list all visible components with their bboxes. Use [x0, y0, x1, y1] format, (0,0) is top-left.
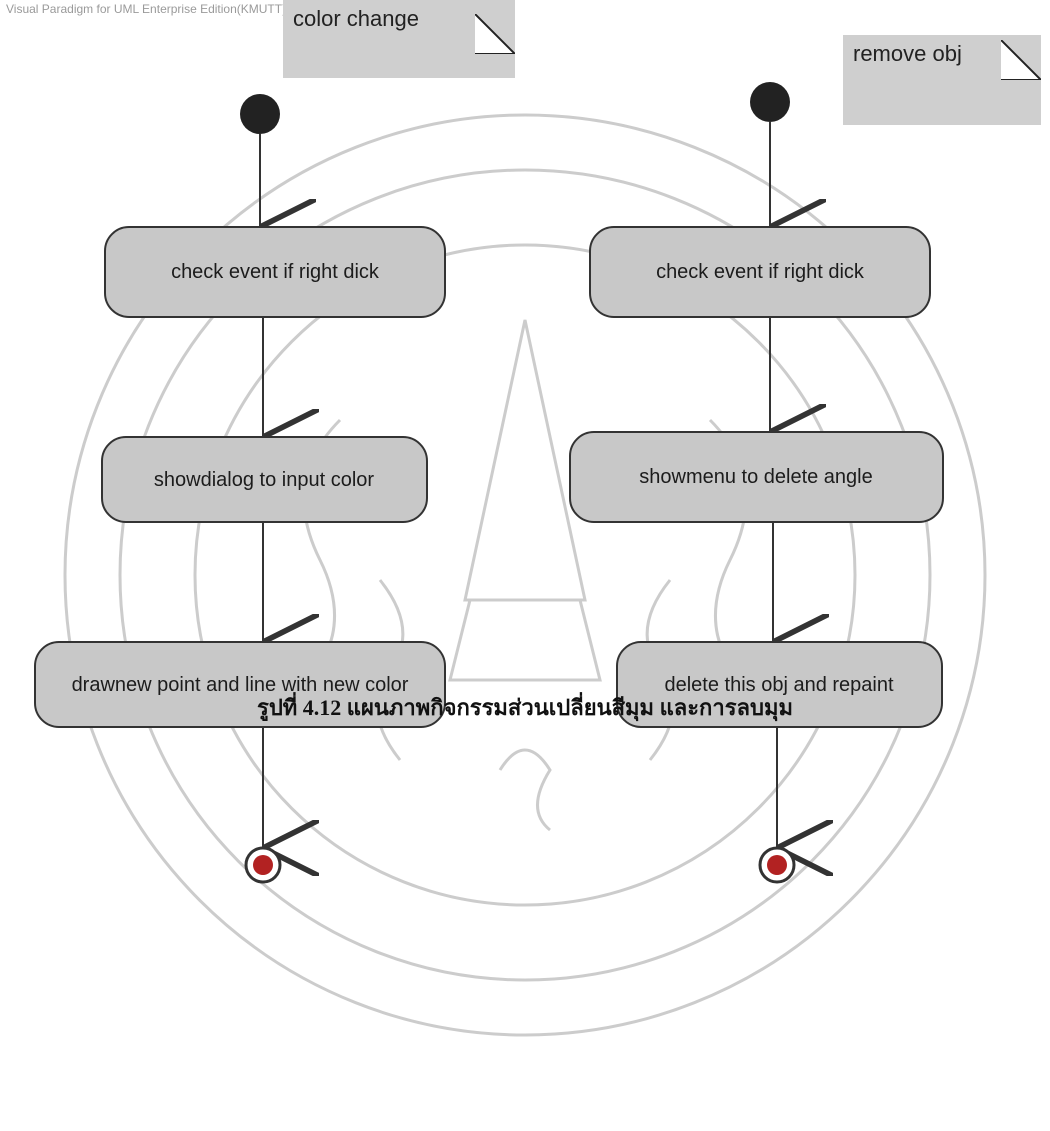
- right-action-show-menu-label: showmenu to delete angle: [639, 466, 873, 488]
- note-remove-obj-fold: [1001, 40, 1041, 80]
- right-initial-node: [750, 82, 790, 122]
- right-action-show-menu: [569, 431, 944, 523]
- left-action-draw-new-point: [34, 641, 446, 728]
- note-color-change: color change: [283, 0, 515, 78]
- right-action-check-event: [589, 226, 931, 318]
- note-color-change-text: color change: [293, 6, 419, 31]
- left-initial-node: [240, 94, 280, 134]
- left-action-show-dialog: [101, 436, 428, 523]
- left-action-check-event-label: check event if right dick: [171, 261, 380, 283]
- left-final-node: [244, 846, 282, 884]
- left-action-show-dialog-label: showdialog to input color: [154, 469, 374, 491]
- right-action-delete-obj-label: delete this obj and repaint: [664, 674, 893, 696]
- tool-watermark: Visual Paradigm for UML Enterprise Editi…: [6, 2, 287, 16]
- left-action-check-event: [104, 226, 446, 318]
- left-action-draw-new-point-label: drawnew point and line with new color: [72, 674, 409, 696]
- note-remove-obj-text: remove obj: [853, 41, 962, 66]
- note-remove-obj: remove obj: [843, 35, 1041, 125]
- right-action-check-event-label: check event if right dick: [656, 261, 865, 283]
- right-final-node: [758, 846, 796, 884]
- note-color-change-fold: [475, 14, 515, 54]
- figure-caption: รูปที่ 4.12 แผนภาพกิจกรรมส่วนเปลี่ยนสีมุ…: [257, 695, 793, 720]
- right-action-delete-obj: [616, 641, 943, 728]
